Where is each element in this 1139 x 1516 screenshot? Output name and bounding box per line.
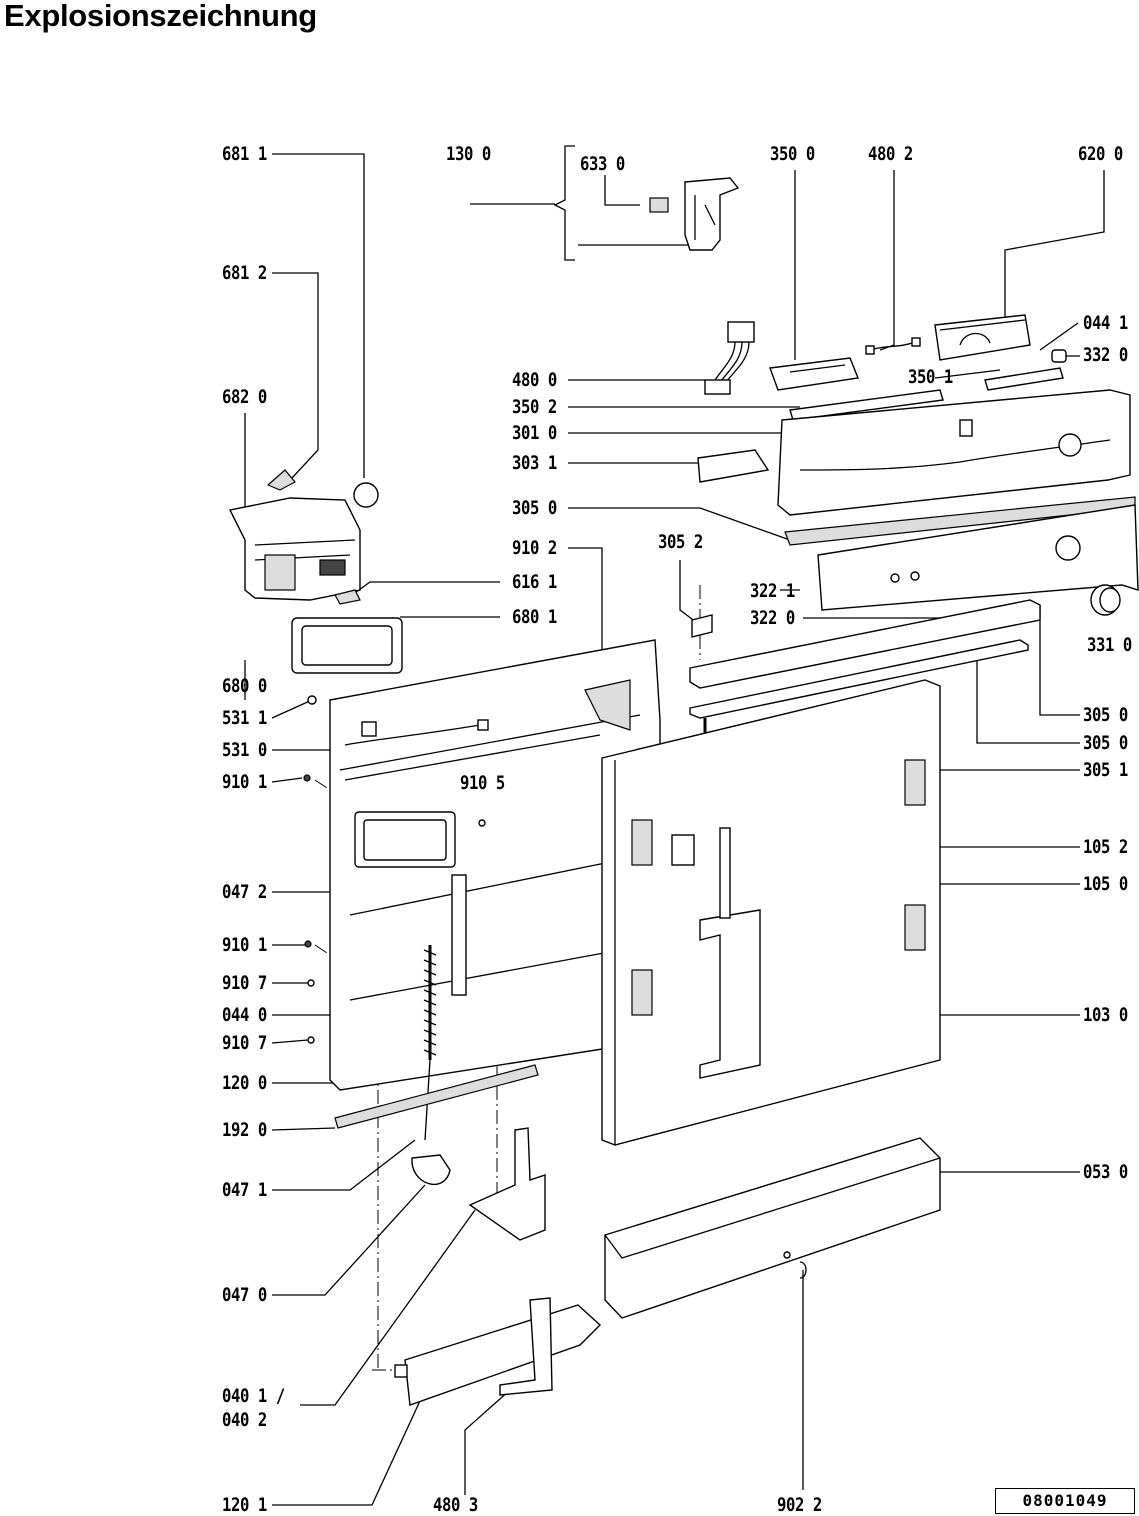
- label-3220: 322 0: [750, 607, 795, 629]
- label-1920: 192 0: [222, 1119, 267, 1141]
- page-title: Explosionszeichnung: [4, 0, 317, 33]
- part-clip-6812: [266, 469, 296, 491]
- document-number-box: 08001049: [995, 1488, 1135, 1514]
- screw-9107b: [307, 1036, 315, 1044]
- label-0470: 047 0: [222, 1284, 267, 1306]
- part-kick-plate: [604, 1137, 941, 1319]
- part-knob-3320: [1051, 349, 1067, 363]
- label-9101a: 910 1: [222, 771, 267, 793]
- part-front-facia: [817, 504, 1139, 611]
- part-detergent-dispenser: [228, 497, 361, 605]
- label-6812: 681 2: [222, 262, 267, 284]
- part-hinge-bracket: [649, 177, 740, 251]
- label-3050b: 305 0: [1083, 704, 1128, 726]
- part-handle-insert: [697, 449, 770, 483]
- label-4802: 480 2: [868, 143, 913, 165]
- label-6330: 633 0: [580, 153, 625, 175]
- label-6801: 680 1: [512, 606, 557, 628]
- label-6820: 682 0: [222, 386, 267, 408]
- label-3031: 303 1: [512, 452, 557, 474]
- label-3050c: 305 0: [1083, 732, 1128, 754]
- part-bottom-plate: [394, 1304, 602, 1406]
- label-4800: 480 0: [512, 369, 557, 391]
- label-1201: 120 1: [222, 1494, 267, 1516]
- label-0530: 053 0: [1083, 1161, 1128, 1183]
- part-hinge-plate: [468, 1127, 546, 1241]
- screw-9107a: [307, 979, 315, 987]
- label-3051: 305 1: [1083, 759, 1128, 781]
- part-wire-harness: [704, 321, 755, 395]
- label-6161: 616 1: [512, 571, 557, 593]
- label-4803: 480 3: [433, 1494, 478, 1516]
- label-9107b: 910 7: [222, 1032, 267, 1054]
- label-9107a: 910 7: [222, 972, 267, 994]
- part-bracket-4803: [499, 1297, 553, 1396]
- part-wiring-5310: [344, 724, 481, 746]
- label-9101b: 910 1: [222, 934, 267, 956]
- label-1050: 105 0: [1083, 873, 1128, 895]
- label-3320: 332 0: [1083, 344, 1128, 366]
- part-control-panel: [777, 389, 1131, 516]
- label-0402: 040 2: [222, 1409, 267, 1431]
- label-3050a: 305 0: [512, 497, 557, 519]
- screw-9101a: [303, 774, 311, 782]
- label-0472: 047 2: [222, 881, 267, 903]
- screw-9101b: [304, 940, 312, 948]
- part-inner-door-panel: [329, 639, 661, 1091]
- label-6800: 680 0: [222, 675, 267, 697]
- label-1200: 120 0: [222, 1072, 267, 1094]
- part-knob: [1090, 584, 1121, 616]
- label-9022: 902 2: [777, 1494, 822, 1516]
- label-9102: 910 2: [512, 537, 557, 559]
- label-0441: 044 1: [1083, 312, 1128, 334]
- label-3501: 350 1: [908, 366, 953, 388]
- part-control-board: [769, 357, 859, 391]
- part-screw-5311: [307, 695, 317, 705]
- screw-9105: [478, 819, 486, 827]
- part-hinge-arm: [411, 1154, 451, 1186]
- label-6200: 620 0: [1078, 143, 1123, 165]
- part-gasket-frame: [291, 617, 403, 674]
- label-3500: 350 0: [770, 143, 815, 165]
- part-profile-bars: [689, 599, 1041, 719]
- label-1300: 130 0: [446, 143, 491, 165]
- label-6811: 681 1: [222, 143, 267, 165]
- label-9105: 910 5: [460, 772, 505, 794]
- part-seal-strip: [334, 1064, 539, 1129]
- part-round-cover: [353, 482, 379, 508]
- label-0401: 040 1 /: [222, 1385, 285, 1407]
- label-1030: 103 0: [1083, 1004, 1128, 1026]
- label-0440: 044 0: [222, 1004, 267, 1026]
- label-3221: 322 1: [750, 580, 795, 602]
- part-cable-4802: [869, 341, 916, 351]
- label-1052: 105 2: [1083, 836, 1128, 858]
- part-outer-door: [601, 679, 941, 1146]
- part-bracket-3052: [691, 614, 713, 638]
- label-0471: 047 1: [222, 1179, 267, 1201]
- label-3010: 301 0: [512, 422, 557, 444]
- part-electronic-module: [934, 314, 1031, 361]
- label-5311: 531 1: [222, 707, 267, 729]
- label-3310: 331 0: [1087, 634, 1132, 656]
- part-button-strips: [789, 367, 1064, 421]
- label-3502: 350 2: [512, 396, 557, 418]
- label-5310: 531 0: [222, 739, 267, 761]
- label-3052: 305 2: [658, 531, 703, 553]
